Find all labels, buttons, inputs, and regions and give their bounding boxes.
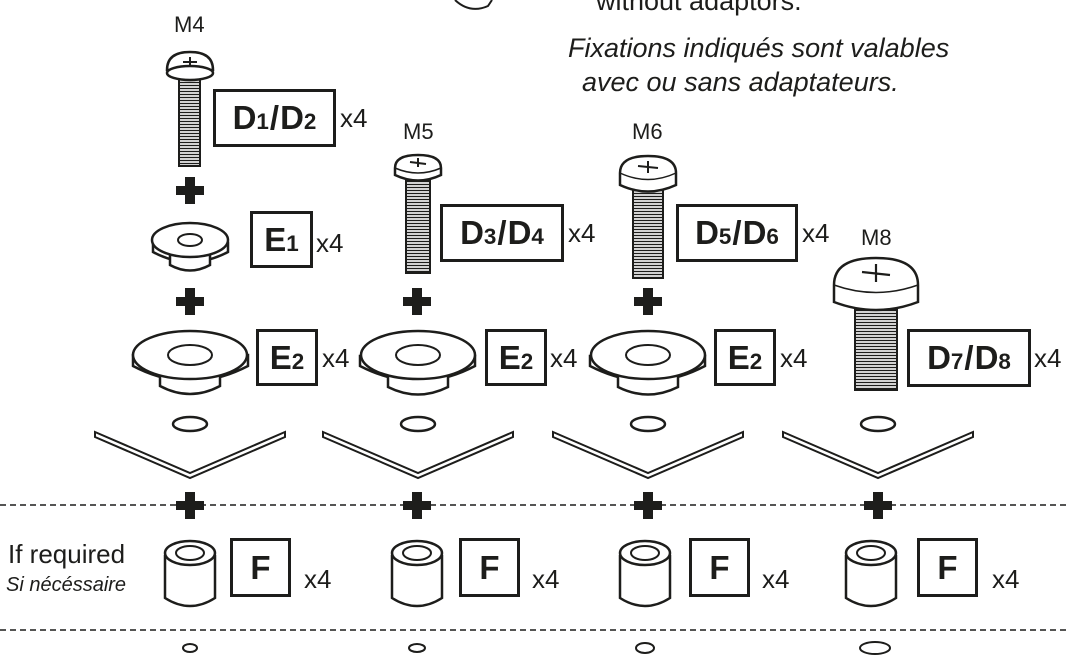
screw-icon xyxy=(618,154,678,279)
if-required-label: If required xyxy=(8,539,126,569)
screw-qty: x4 xyxy=(1034,343,1062,373)
plus-icon xyxy=(403,288,431,315)
size-label-m5: M5 xyxy=(403,119,434,144)
spacer-qty: x4 xyxy=(304,564,332,594)
note-fr-line2: avec ou sans adaptateurs. xyxy=(582,67,899,97)
washer-large-qty: x4 xyxy=(322,343,350,373)
washer-icon xyxy=(588,329,707,396)
spacer-icon xyxy=(390,539,444,608)
spacer-icon xyxy=(163,539,217,608)
size-label-m8: M8 xyxy=(861,225,892,250)
spacer-label-f: F xyxy=(230,538,291,597)
screw-qty: x4 xyxy=(802,218,830,248)
size-label-m4: M4 xyxy=(174,12,205,37)
column-m6 xyxy=(552,154,744,654)
plus-icon xyxy=(176,492,204,519)
column-m4 xyxy=(94,50,286,653)
bracket-icon xyxy=(94,415,286,480)
screw-icon xyxy=(832,256,920,391)
spacer-icon xyxy=(618,539,672,608)
hole-icon xyxy=(182,643,198,653)
hole-icon xyxy=(629,415,667,433)
washer-icon xyxy=(358,329,477,396)
plus-icon xyxy=(634,288,662,315)
hole-icon xyxy=(635,642,655,654)
washer-icon xyxy=(131,329,250,396)
plus-icon xyxy=(403,492,431,519)
size-label-m6: M6 xyxy=(632,119,663,144)
cropped-part-icon xyxy=(454,0,493,10)
hole-icon xyxy=(408,643,426,653)
bracket-icon xyxy=(322,415,514,480)
spacer-label-f: F xyxy=(459,538,520,597)
hole-icon xyxy=(859,641,891,655)
bracket-icon xyxy=(552,415,744,480)
spacer-label-f: F xyxy=(917,538,978,597)
spacer-qty: x4 xyxy=(532,564,560,594)
column-m5 xyxy=(322,153,514,653)
plus-icon xyxy=(176,288,204,315)
screw-icon xyxy=(165,50,215,167)
spacer-qty: x4 xyxy=(762,564,790,594)
column-m8 xyxy=(782,256,974,655)
bracket-icon xyxy=(782,415,974,480)
note-fr-line1: Fixations indiqués sont valables xyxy=(568,33,950,63)
spacer-qty: x4 xyxy=(992,564,1020,594)
screw-qty: x4 xyxy=(568,218,596,248)
plus-icon xyxy=(176,177,204,204)
spacer-label-f: F xyxy=(689,538,750,597)
screw-icon xyxy=(393,153,443,274)
screw-qty: x4 xyxy=(340,103,368,133)
spacer-icon xyxy=(844,539,898,608)
washer-small-qty: x4 xyxy=(316,228,344,258)
washer-large-qty: x4 xyxy=(780,343,808,373)
plus-icon xyxy=(864,492,892,519)
hole-icon xyxy=(859,415,897,433)
hole-icon xyxy=(171,415,209,433)
note-en: without adaptors. xyxy=(596,0,802,16)
hole-icon xyxy=(399,415,437,433)
if-required-label-fr: Si nécéssaire xyxy=(6,574,127,596)
washer-icon xyxy=(150,221,230,272)
washer-large-qty: x4 xyxy=(550,343,578,373)
plus-icon xyxy=(634,492,662,519)
